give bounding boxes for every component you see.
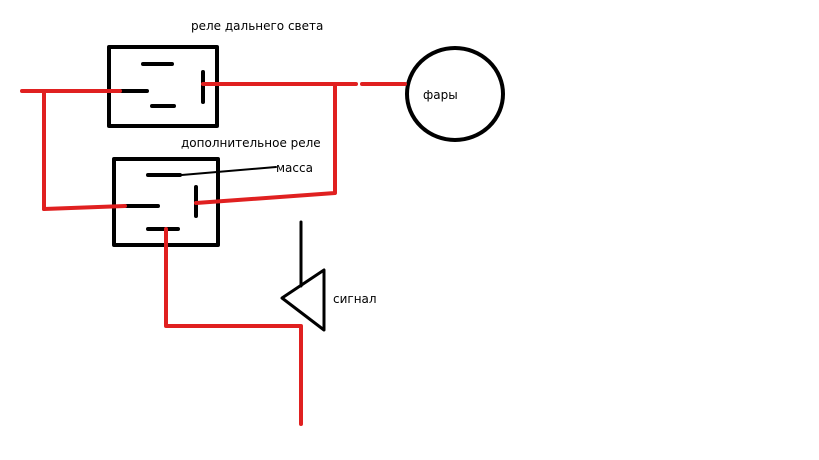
ground-label: масса xyxy=(276,161,313,175)
aux-relay-label: дополнительное реле xyxy=(181,136,321,150)
headlights-label: фары xyxy=(423,88,458,102)
horn-label: сигнал xyxy=(333,292,377,306)
ground-wire xyxy=(169,166,277,177)
aux-output-wire xyxy=(194,82,337,205)
high-beam-relay-body xyxy=(107,45,219,128)
horn-control-wire xyxy=(164,227,303,426)
horn-symbol xyxy=(280,268,326,332)
high-beam-relay-label: реле дальнего света xyxy=(191,19,324,33)
bus-wire-to-aux-relay xyxy=(42,204,127,211)
headlight-circle xyxy=(405,46,505,142)
